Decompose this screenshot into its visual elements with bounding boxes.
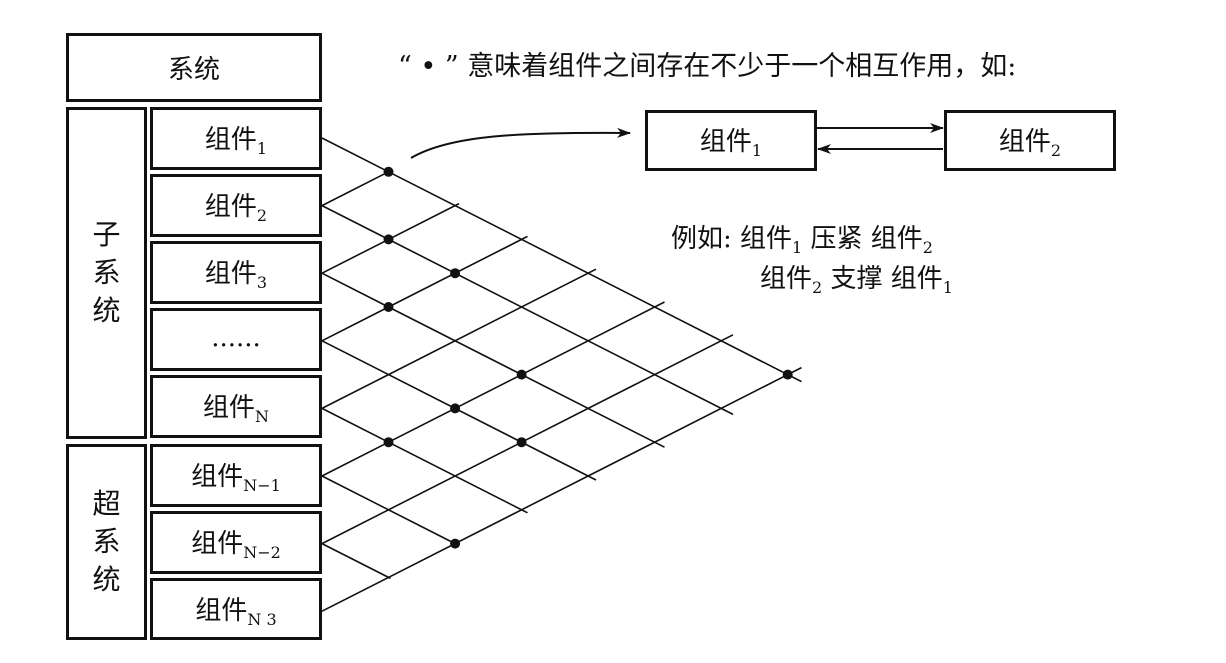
grid-line-up-7 bbox=[321, 334, 734, 545]
legend-note: “ • ” 意味着组件之间存在不少于一个相互作用，如: bbox=[398, 51, 1017, 82]
interaction-dot-1-2 bbox=[383, 166, 394, 177]
component-box-3: 组件3 bbox=[150, 241, 322, 304]
grid-line-down-7 bbox=[321, 542, 391, 580]
subsystem-char-3: 统 bbox=[92, 294, 121, 327]
example-line-2: 组件2 支撑 组件1 bbox=[760, 264, 953, 297]
interaction-dot-2-4 bbox=[450, 268, 461, 279]
example-component-label-2: 组件2 bbox=[998, 127, 1062, 160]
component-box-n: 组件N bbox=[150, 375, 322, 438]
component-box-1: 组件1 bbox=[150, 107, 322, 170]
example-component-box-1: 组件1 bbox=[645, 110, 817, 171]
grid-line-up-6 bbox=[321, 301, 665, 477]
subsystem-char-1: 子 bbox=[92, 218, 121, 251]
interaction-dot-3-4 bbox=[383, 302, 394, 312]
component-label-n: 组件N bbox=[202, 393, 269, 426]
interaction-dot-4-6 bbox=[450, 403, 461, 414]
grid-line-up-8 bbox=[321, 366, 802, 612]
interaction-dot-1-8 bbox=[782, 369, 793, 380]
grid-line-down-3 bbox=[321, 272, 665, 448]
supersystem-box: 超 系 统 bbox=[66, 444, 147, 640]
interaction-dot-5-6 bbox=[383, 437, 394, 448]
component-box-n-2: 组件N−2 bbox=[150, 511, 322, 574]
supersystem-char-3: 统 bbox=[92, 563, 121, 596]
system-box: 系统 bbox=[66, 33, 322, 102]
component-label-n-3: 组件N 3 bbox=[195, 595, 277, 629]
subsystem-box: 子 系 统 bbox=[66, 107, 147, 439]
supersystem-char-2: 系 bbox=[92, 525, 121, 558]
example-component-label-1: 组件1 bbox=[699, 127, 763, 160]
component-box-ellipsis: ...... bbox=[150, 308, 322, 371]
grid-line-up-4 bbox=[321, 235, 528, 342]
component-label-n-2: 组件N−2 bbox=[191, 529, 281, 562]
component-label-2: 组件2 bbox=[204, 192, 268, 225]
component-box-2: 组件2 bbox=[150, 174, 322, 237]
subsystem-char-2: 系 bbox=[92, 256, 121, 289]
interaction-dot-3-6 bbox=[516, 369, 527, 380]
grid-line-down-6 bbox=[321, 475, 460, 547]
component-label-1: 组件1 bbox=[204, 125, 268, 158]
grid-line-down-5 bbox=[321, 407, 528, 514]
grid-line-up-2 bbox=[321, 170, 391, 207]
component-label-ellipsis: ...... bbox=[211, 323, 261, 353]
interaction-dot-6-8 bbox=[450, 538, 461, 549]
pointer-arrow bbox=[410, 127, 631, 159]
interaction-dot-4-7 bbox=[516, 437, 527, 448]
interaction-dot-2-3 bbox=[383, 234, 394, 245]
grid-line-up-5 bbox=[321, 268, 597, 410]
example-component-box-2: 组件2 bbox=[944, 110, 1116, 171]
component-box-n-1: 组件N−1 bbox=[150, 444, 322, 507]
component-label-n-1: 组件N−1 bbox=[191, 462, 281, 495]
example-line-1: 例如: 组件1 压紧 组件2 bbox=[671, 224, 933, 257]
system-label: 系统 bbox=[167, 55, 220, 85]
grid-line-down-1 bbox=[321, 137, 802, 383]
component-label-3: 组件3 bbox=[204, 259, 268, 292]
component-box-n-3: 组件N 3 bbox=[150, 578, 322, 640]
supersystem-char-1: 超 bbox=[92, 487, 121, 520]
